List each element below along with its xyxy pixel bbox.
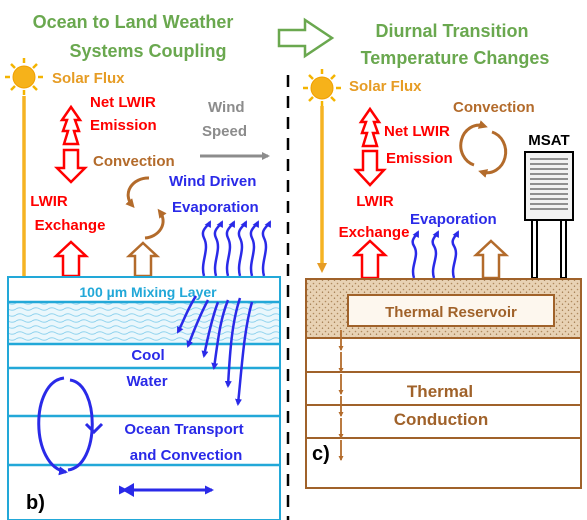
thermal-conduction-label: Thermal [407,382,473,401]
solar-flux-label: Solar Flux [52,70,125,87]
lwir-exchange-label-line2: Exchange [339,224,410,241]
net-lwir-zigzag-icon [358,106,382,148]
lwir-down-arrow [353,149,387,187]
ocean-circulation-arrowhead [84,422,104,435]
solar-flux-label: Solar Flux [349,78,422,95]
cool-water-label: Cool [131,347,164,364]
msat-label: MSAT [528,132,569,149]
lateral-transport-arrowhead [122,483,134,497]
panel-b: Solar Flux Net LWIR Emission Wind Speed … [5,58,281,520]
lwir-down-arrow [53,148,89,184]
evaporation-arrows [411,230,460,279]
ocean-transport-label: Ocean Transport [124,421,243,438]
downwelling-arrows [176,295,254,406]
lwir-exchange-label: LWIR [356,193,394,210]
convection-cycle-arrow [125,176,150,209]
sun-icon [303,69,341,106]
cool-water-label-line2: Water [126,373,167,390]
net-lwir-label-line2: Emission [386,150,453,167]
right-title-line2: Temperature Changes [361,48,550,68]
mixing-layer-band [9,302,279,344]
ocean-circulation-arrow [37,376,68,476]
panel-b-label: b) [26,492,45,514]
evaporation-label: Evaporation [410,211,497,228]
sun-icon [5,58,43,95]
net-lwir-zigzag-icon [59,104,83,146]
wind-speed-label-line2: Speed [202,123,247,140]
convection-cycle-arrow [144,208,167,240]
right-title-line1: Diurnal Transition [375,21,528,41]
convection-label: Convection [453,99,535,116]
ocean-transport-label-line2: and Convection [130,447,243,464]
wind-speed-label: Wind [208,99,245,116]
left-title-line2: Systems Coupling [69,41,226,61]
net-lwir-label-line2: Emission [90,117,157,134]
convection-up-arrow [125,241,161,278]
convection-label: Convection [93,153,175,170]
transition-arrow-icon [277,17,335,59]
left-title-line1: Ocean to Land Weather [33,12,234,32]
lwir-up-arrow [351,239,389,280]
msat-shelter-icon [524,151,574,279]
wind-evaporation-label-line2: Evaporation [172,199,259,216]
panel-c-label: c) [312,443,330,465]
convection-up-arrow [472,239,510,280]
panel-c: Solar Flux Net LWIR Emission Convection … [303,69,582,489]
thermal-conduction-label-line2: Conduction [394,410,488,429]
lwir-up-arrow [52,240,90,278]
thermal-reservoir-label: Thermal Reservoir [385,304,517,321]
convection-cycle-arrow [459,120,488,167]
lwir-exchange-label: LWIR [30,193,68,210]
ocean-circulation-arrow [67,378,94,472]
wind-evaporation-label: Wind Driven [169,173,256,190]
wind-evaporation-arrows [201,220,272,277]
thermal-reservoir-box [347,294,555,327]
lwir-exchange-label-line2: Exchange [35,217,106,234]
convection-cycle-arrow [478,130,508,178]
net-lwir-label: Net LWIR [90,94,156,111]
net-lwir-label: Net LWIR [384,123,450,140]
mixing-layer-label: 100 µm Mixing Layer [79,284,217,300]
